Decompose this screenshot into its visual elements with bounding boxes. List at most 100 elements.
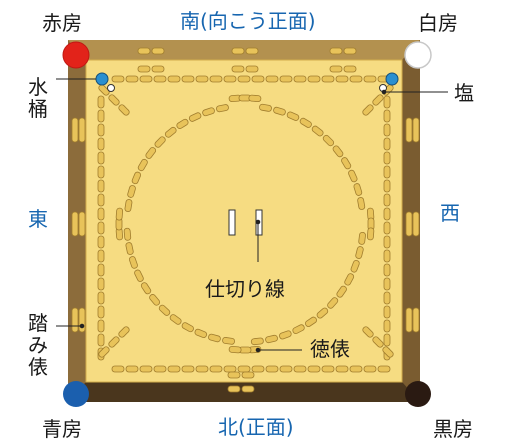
square-bale xyxy=(321,365,335,373)
ring-bale xyxy=(158,304,171,316)
tokudawara-bale xyxy=(248,94,262,103)
square-bale xyxy=(97,95,105,109)
square-bale xyxy=(245,65,259,73)
corner-bale xyxy=(118,326,130,338)
square-bale xyxy=(227,371,241,379)
square-bale xyxy=(329,65,343,73)
square-bale xyxy=(97,207,105,221)
fumidawara-bale xyxy=(405,307,413,333)
ring-bale xyxy=(169,314,182,325)
corner-bale xyxy=(372,94,384,106)
blue-tassel-icon xyxy=(63,381,89,407)
salt-box-icon xyxy=(107,84,115,92)
square-bale xyxy=(383,235,391,249)
ring-bale xyxy=(273,106,286,116)
water-bucket-icon-right xyxy=(385,72,399,86)
square-bale xyxy=(125,75,139,83)
ring-bale xyxy=(322,134,335,147)
square-bales xyxy=(97,47,391,393)
corner-bales xyxy=(98,84,394,358)
ring-bale xyxy=(188,112,202,122)
fumidawara-bale xyxy=(78,307,86,333)
ring-bale xyxy=(222,336,235,345)
fumidawara-bale xyxy=(78,211,86,237)
corner-bale xyxy=(108,336,120,348)
square-bale xyxy=(251,75,265,83)
ring-bale xyxy=(259,103,272,112)
square-bale xyxy=(97,291,105,305)
ring-bale xyxy=(149,294,161,306)
ring-bale xyxy=(350,260,360,273)
square-bale xyxy=(151,47,165,55)
square-bale xyxy=(279,365,293,373)
square-bale xyxy=(97,333,105,347)
square-bale xyxy=(383,165,391,179)
square-bale xyxy=(383,221,391,235)
ring-bale xyxy=(348,169,358,183)
square-bale xyxy=(363,365,377,373)
square-bale xyxy=(153,75,167,83)
fumidawara-bale xyxy=(78,117,86,143)
ring-bale xyxy=(344,273,355,286)
square-bale xyxy=(125,365,139,373)
square-bale xyxy=(265,365,279,373)
square-bale xyxy=(223,75,237,83)
ring-bale xyxy=(154,136,166,148)
fumidawara-bale xyxy=(405,211,413,237)
ring-bale xyxy=(357,197,366,210)
fumidawara-bale xyxy=(412,117,420,143)
inner-floor xyxy=(86,60,402,382)
square-bale xyxy=(251,365,265,373)
square-bale xyxy=(137,47,151,55)
square-bale xyxy=(209,75,223,83)
square-bale xyxy=(97,109,105,123)
square-bale xyxy=(111,75,125,83)
tokudawara-bale xyxy=(228,345,242,354)
square-bale xyxy=(151,65,165,73)
ring-bale xyxy=(216,104,229,113)
fumidawara-bale xyxy=(71,211,79,237)
square-bale xyxy=(97,277,105,291)
square-bale xyxy=(167,75,181,83)
shirobusa-label: 白房 xyxy=(418,11,458,35)
square-bale xyxy=(383,333,391,347)
square-bale xyxy=(231,47,245,55)
square-bale xyxy=(383,249,391,263)
square-bale xyxy=(97,263,105,277)
ring-bale xyxy=(250,337,264,346)
black-tassel-icon xyxy=(405,381,431,407)
tokudawara-bale xyxy=(366,227,375,241)
square-bale xyxy=(195,75,209,83)
kurobusa-label: 黒房 xyxy=(433,417,473,441)
red-tassel-icon xyxy=(62,41,90,69)
ring-bale xyxy=(145,147,157,159)
square-bale xyxy=(139,75,153,83)
square-bale xyxy=(383,95,391,109)
fumidawara-bale xyxy=(71,117,79,143)
ring-bale xyxy=(292,324,305,334)
square-bale xyxy=(181,75,195,83)
square-bale xyxy=(231,65,245,73)
square-bale xyxy=(293,75,307,83)
ring-bale xyxy=(140,282,152,295)
ring-bale xyxy=(353,183,363,196)
ring-bale xyxy=(332,145,344,158)
west-label: 西 xyxy=(440,201,460,225)
fumidawara-label: 踏 み 俵 xyxy=(28,311,48,379)
square-bale xyxy=(383,305,391,319)
ring-bale xyxy=(128,256,138,269)
square-bale xyxy=(97,123,105,137)
ring-bale xyxy=(299,117,312,128)
square-bale xyxy=(97,319,105,333)
square-bale xyxy=(383,319,391,333)
square-bale xyxy=(335,365,349,373)
square-bale xyxy=(97,305,105,319)
shikiri-line-left xyxy=(228,209,236,236)
square-bale xyxy=(241,371,255,379)
ring-bale xyxy=(125,242,134,255)
square-bale xyxy=(237,75,251,83)
ring-bale xyxy=(124,199,133,212)
square-bale xyxy=(321,75,335,83)
leader-lines xyxy=(56,78,448,353)
